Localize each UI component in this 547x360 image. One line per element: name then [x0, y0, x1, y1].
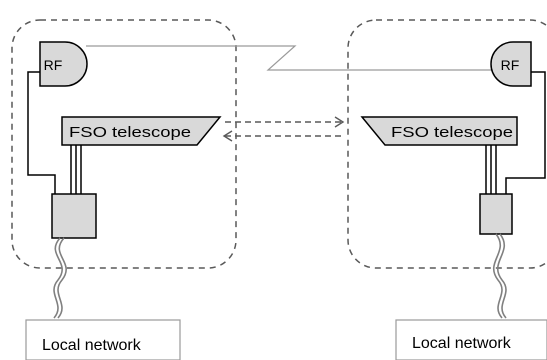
telescope-label-left: FSO telescope: [69, 124, 191, 141]
telescope-label-right: FSO telescope: [391, 124, 513, 141]
fso-telescope-icon: [360, 116, 518, 146]
rf-antenna-right: RF: [490, 41, 532, 87]
network-cable-left: [53, 237, 63, 319]
rf-cable-right: [505, 71, 546, 194]
rf-antenna-left: RF: [39, 41, 88, 87]
network-cable-left-2: [57, 237, 67, 319]
arrowhead-left: [222, 130, 233, 142]
left-wiring: [27, 71, 82, 194]
fso-telescope-icon: [61, 116, 222, 146]
network-cable-right-2: [496, 233, 507, 319]
rf-antenna-icon: [39, 41, 88, 87]
local-network-box-right: [395, 319, 547, 360]
right-site-boundary: [347, 19, 547, 269]
local-network-left: Local network: [25, 319, 181, 360]
terminal-box-left: [51, 193, 97, 239]
rf-antenna-icon: [490, 41, 532, 87]
rf-label-right: RF: [501, 57, 520, 73]
terminal-box-right: [479, 193, 513, 235]
local-network-label-right: Local network: [412, 335, 512, 352]
network-cable-right: [492, 233, 503, 319]
rf-cable-left: [27, 71, 56, 194]
fso-telescope-left: FSO telescope: [61, 116, 222, 146]
right-wiring: [485, 71, 546, 194]
optical-link: [222, 116, 345, 142]
local-network-right: Local network: [395, 319, 547, 360]
rf-link: [86, 45, 496, 71]
rf-label-left: RF: [44, 57, 63, 73]
left-site-boundary: [11, 19, 237, 269]
network-cables: [53, 233, 507, 319]
local-network-box-left: [25, 319, 181, 360]
arrowhead-right: [334, 116, 345, 128]
local-network-label-left: Local network: [42, 337, 142, 354]
fso-telescope-right: FSO telescope: [360, 116, 518, 146]
